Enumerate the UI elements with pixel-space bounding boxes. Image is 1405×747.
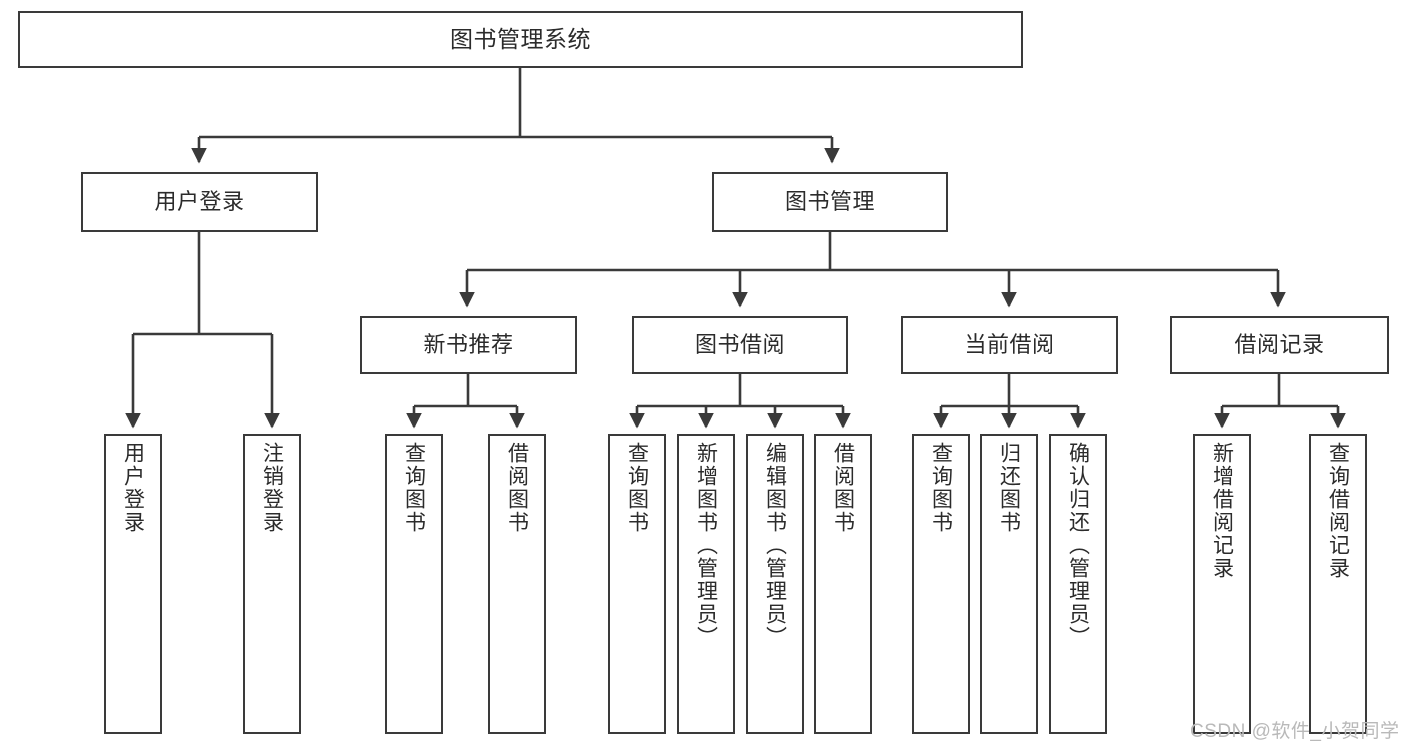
node-label: 新增图书（管理员） bbox=[694, 442, 718, 649]
node-label: 用户登录 bbox=[121, 442, 145, 534]
node-label: 用户登录 bbox=[154, 189, 245, 215]
node-label: 图书管理 bbox=[784, 189, 875, 215]
node-label: 图书管理系统 bbox=[450, 25, 591, 52]
node-label: 新增借阅记录 bbox=[1210, 442, 1234, 580]
node-new-book-recommend[interactable]: 新书推荐 bbox=[360, 316, 577, 374]
node-borrow-records[interactable]: 借阅记录 bbox=[1170, 316, 1389, 374]
leaf-confirm-return-admin[interactable]: 确认归还（管理员） bbox=[1049, 434, 1107, 734]
leaf-query-book-current[interactable]: 查询图书 bbox=[912, 434, 970, 734]
node-user-login[interactable]: 用户登录 bbox=[81, 172, 318, 232]
leaf-borrow-book[interactable]: 借阅图书 bbox=[814, 434, 872, 734]
node-root-system[interactable]: 图书管理系统 bbox=[18, 11, 1023, 68]
leaf-add-borrow-record[interactable]: 新增借阅记录 bbox=[1193, 434, 1251, 734]
node-book-borrow[interactable]: 图书借阅 bbox=[632, 316, 848, 374]
node-label: 查询图书 bbox=[402, 442, 426, 534]
node-label: 归还图书 bbox=[997, 442, 1021, 534]
node-label: 借阅图书 bbox=[831, 442, 855, 534]
node-label: 当前借阅 bbox=[964, 332, 1055, 358]
node-book-management[interactable]: 图书管理 bbox=[712, 172, 948, 232]
node-current-borrow[interactable]: 当前借阅 bbox=[901, 316, 1118, 374]
leaf-borrow-book-recommend[interactable]: 借阅图书 bbox=[488, 434, 546, 734]
leaf-query-book-borrow[interactable]: 查询图书 bbox=[608, 434, 666, 734]
node-label: 新书推荐 bbox=[423, 332, 514, 358]
watermark-text: CSDN @软件_小贺同学 bbox=[1190, 721, 1400, 742]
node-label: 借阅记录 bbox=[1234, 332, 1325, 358]
node-label: 查询借阅记录 bbox=[1326, 442, 1350, 580]
node-label: 确认归还（管理员） bbox=[1066, 442, 1090, 649]
node-label: 注销登录 bbox=[260, 442, 284, 534]
node-label: 借阅图书 bbox=[505, 442, 529, 534]
leaf-add-book-admin[interactable]: 新增图书（管理员） bbox=[677, 434, 735, 734]
node-label: 图书借阅 bbox=[694, 332, 785, 358]
node-label: 编辑图书（管理员） bbox=[763, 442, 787, 649]
node-label: 查询图书 bbox=[625, 442, 649, 534]
leaf-edit-book-admin[interactable]: 编辑图书（管理员） bbox=[746, 434, 804, 734]
node-label: 查询图书 bbox=[929, 442, 953, 534]
leaf-return-book[interactable]: 归还图书 bbox=[980, 434, 1038, 734]
leaf-query-book-recommend[interactable]: 查询图书 bbox=[385, 434, 443, 734]
leaf-logout[interactable]: 注销登录 bbox=[243, 434, 301, 734]
leaf-query-borrow-record[interactable]: 查询借阅记录 bbox=[1309, 434, 1367, 734]
leaf-user-login[interactable]: 用户登录 bbox=[104, 434, 162, 734]
